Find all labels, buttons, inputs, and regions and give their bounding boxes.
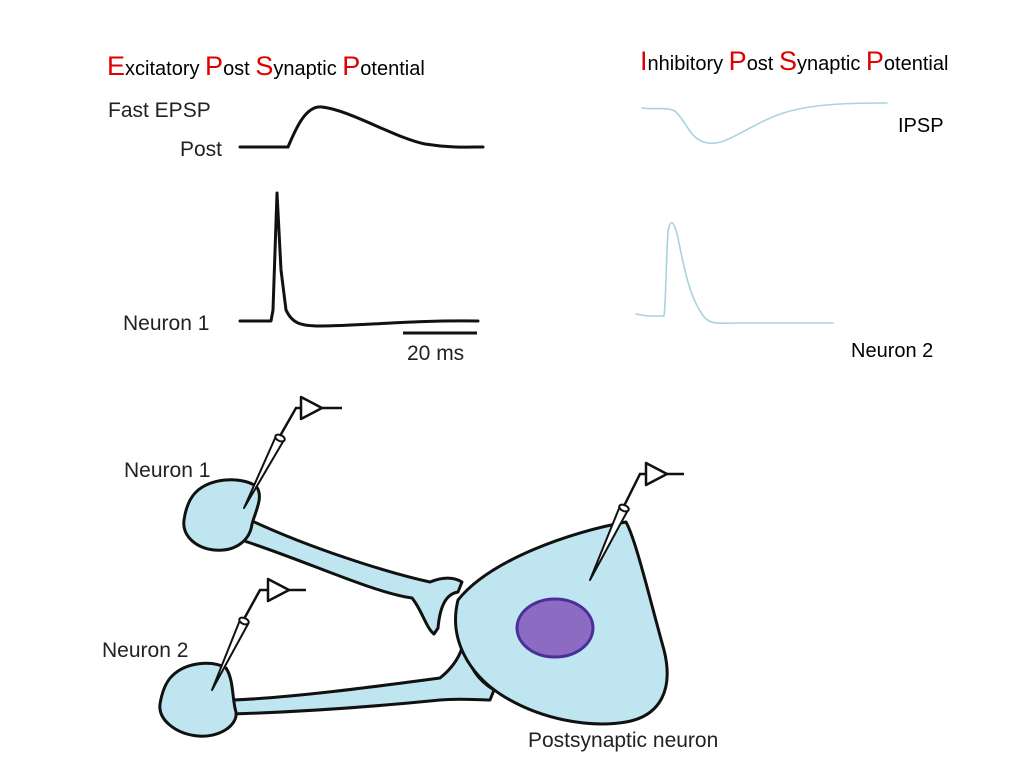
title-word: xcitatory xyxy=(125,58,206,80)
neuron2-label: Neuron 2 xyxy=(102,639,188,662)
neuron1-action-potential-trace xyxy=(238,191,480,328)
title-word: nhibitory xyxy=(647,53,729,75)
title-letter: P xyxy=(205,51,224,81)
postsynaptic-label: Postsynaptic neuron xyxy=(528,729,718,752)
title-letter: S xyxy=(778,46,797,76)
title-letter: P xyxy=(728,46,747,76)
title-word: otential xyxy=(360,58,425,80)
ipsp-trace xyxy=(641,102,888,145)
neuron-diagram: Neuron 1 Neuron 2 Postsynaptic neuron xyxy=(102,395,718,752)
title-word: ynaptic xyxy=(796,53,866,75)
title-letter: P xyxy=(865,46,884,76)
title-word: ost xyxy=(223,58,256,80)
scale-bar-label: 20 ms xyxy=(407,342,464,365)
neuron2-trace-label: Neuron 2 xyxy=(851,340,933,362)
neuron2-axon xyxy=(228,646,496,716)
title-word: ost xyxy=(746,53,779,75)
fast-epsp-label: Fast EPSP xyxy=(108,99,211,122)
neuron1-electrode xyxy=(243,395,342,509)
neuron2-action-potential-trace xyxy=(635,222,834,325)
post-label: Post xyxy=(180,138,222,161)
postsynaptic-electrode xyxy=(589,461,684,581)
epsp-title: Excitatory Post Synaptic Potential xyxy=(107,51,425,82)
neuron1-label: Neuron 1 xyxy=(124,459,210,482)
neuron2-cell-body xyxy=(158,661,238,738)
neuron1-axon xyxy=(233,518,464,636)
epsp-traces-panel: Fast EPSP Post Neuron 1 20 ms xyxy=(108,99,485,365)
postsynaptic-nucleus xyxy=(515,597,595,659)
neuron1-trace-label: Neuron 1 xyxy=(123,312,209,335)
epsp-trace xyxy=(238,105,485,149)
ipsp-label: IPSP xyxy=(898,115,944,137)
ipsp-title: Inhibitory Post Synaptic Potential xyxy=(640,46,948,77)
ipsp-traces-panel: IPSP Neuron 2 xyxy=(635,102,944,362)
title-word: otential xyxy=(883,53,949,75)
title-letter: I xyxy=(640,46,648,76)
title-letter: P xyxy=(342,51,361,81)
title-letter: S xyxy=(255,51,274,81)
title-letter: E xyxy=(107,51,126,81)
title-word: ynaptic xyxy=(273,58,343,80)
neuron1-cell-body xyxy=(182,478,261,552)
neuron2-electrode xyxy=(211,577,306,691)
